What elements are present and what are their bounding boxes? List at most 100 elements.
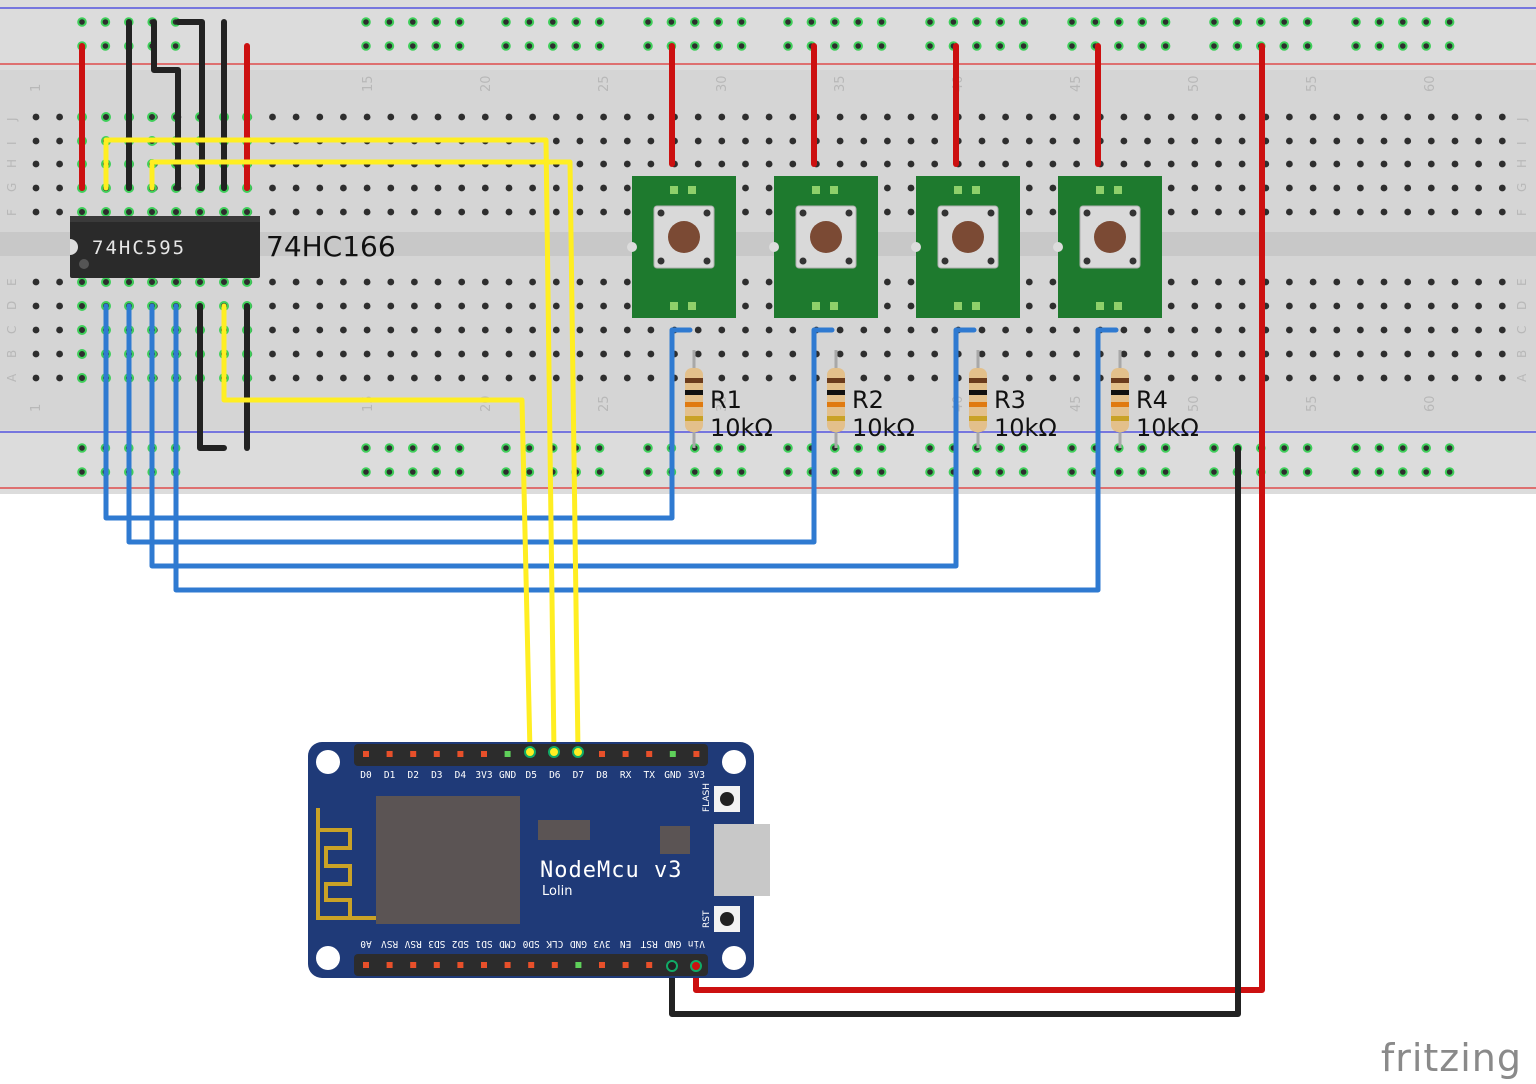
header-pin[interactable] [622,751,629,757]
resistor-label: R1 [710,386,742,414]
row-letter: G [5,183,19,192]
row-letter: I [5,141,19,145]
column-number: 1 [29,404,44,412]
resistor-label: R3 [994,386,1026,414]
header-pin[interactable] [622,962,629,968]
pin-label-top: GND [664,770,681,781]
header-pin[interactable] [646,962,653,968]
row-letter: H [1515,159,1529,168]
black-wire-5[interactable] [197,303,227,451]
pin-label-top: D6 [549,770,561,781]
pin-label-top: RX [620,770,632,781]
header-pin[interactable] [433,962,440,968]
pin-label-top: GND [499,770,516,781]
row-letter: A [1515,373,1529,382]
push-button-1[interactable] [627,176,736,318]
header-pin[interactable] [457,751,464,757]
header-pin[interactable] [504,962,511,968]
column-number: 35 [833,75,848,92]
row-letter: F [1515,209,1529,216]
button-cap[interactable] [668,221,700,253]
wire-endpoints [524,746,702,972]
column-number: 45 [1069,75,1084,92]
pin-label-bottom: 3V3 [593,938,610,949]
push-buttons [627,176,1162,318]
black-wire-3[interactable] [175,19,205,191]
header-pin[interactable] [386,751,393,757]
blue-wire-2[interactable] [126,303,835,545]
mount-hole-bl [316,946,340,970]
header-pin[interactable] [551,962,558,968]
header-pin[interactable] [575,962,582,968]
nodemcu-pins [363,751,700,968]
pin-label-bottom: A0 [360,938,372,949]
pin-label-bottom: RSV [404,938,421,949]
push-button-3[interactable] [911,176,1020,318]
column-number: 55 [1305,395,1320,412]
row-letter: B [5,350,19,358]
yellow-wire-d6[interactable] [103,137,557,755]
column-number: 25 [597,395,612,412]
pin-label-top: 3V3 [475,770,492,781]
pin-label-bottom: GND [664,938,681,949]
esp-module [376,796,520,924]
row-letter: E [1515,278,1529,286]
column-number: 60 [1423,395,1438,412]
header-pin[interactable] [363,751,369,757]
pin-label-top: D5 [525,770,536,781]
blue-wire-4[interactable] [173,303,1119,593]
header-pin[interactable] [410,751,417,757]
column-number: 1 [29,84,44,92]
column-number: 55 [1305,75,1320,92]
button-cap[interactable] [952,221,984,253]
black-wire-2[interactable] [151,19,181,191]
pin-label-bottom: SD2 [452,938,469,949]
button-cap[interactable] [810,221,842,253]
header-pin[interactable] [433,751,440,757]
push-button-4[interactable] [1053,176,1162,318]
header-pin[interactable] [481,751,487,757]
header-pin[interactable] [457,962,464,968]
rst-label: RST [702,910,712,928]
blue-wire-1[interactable] [103,303,693,521]
black-wire-gnd[interactable] [669,445,1241,1017]
header-pin[interactable] [363,962,369,968]
header-pin[interactable] [599,962,605,968]
header-pin[interactable] [481,962,487,968]
pin-label-bottom: SD1 [475,938,492,949]
header-pin[interactable] [410,962,417,968]
header-pin[interactable] [669,751,676,757]
push-button-2[interactable] [769,176,878,318]
row-letter: J [5,117,19,122]
column-number: 30 [715,395,730,412]
row-letter: J [1515,117,1529,122]
column-number: 20 [479,75,494,92]
yellow-wire-d5[interactable] [221,303,533,755]
pin-label-top: D1 [384,770,396,781]
header-pin[interactable] [693,751,700,757]
nodemcu-subtitle: Lolin [542,884,572,899]
row-letter: C [1515,326,1529,334]
header-pin[interactable] [528,962,535,968]
blue-wire-3[interactable] [149,303,977,569]
chip-pin1-dot [79,259,89,269]
yellow-wire-d7[interactable] [149,159,581,755]
button-cap[interactable] [1094,221,1126,253]
header-pin[interactable] [504,751,511,757]
header-pin[interactable] [386,962,393,968]
resistor-value: 10kΩ [1136,414,1199,442]
row-letter: G [1515,183,1529,192]
header-pin[interactable] [646,751,653,757]
flash-label: FLASH [702,783,712,812]
ic-chip[interactable]: 74HC595 [70,216,260,278]
blue-wires [103,303,1119,593]
header-pin[interactable] [599,751,605,757]
chip-marking: 74HC595 [92,237,186,259]
smd-chip-2 [660,826,690,854]
